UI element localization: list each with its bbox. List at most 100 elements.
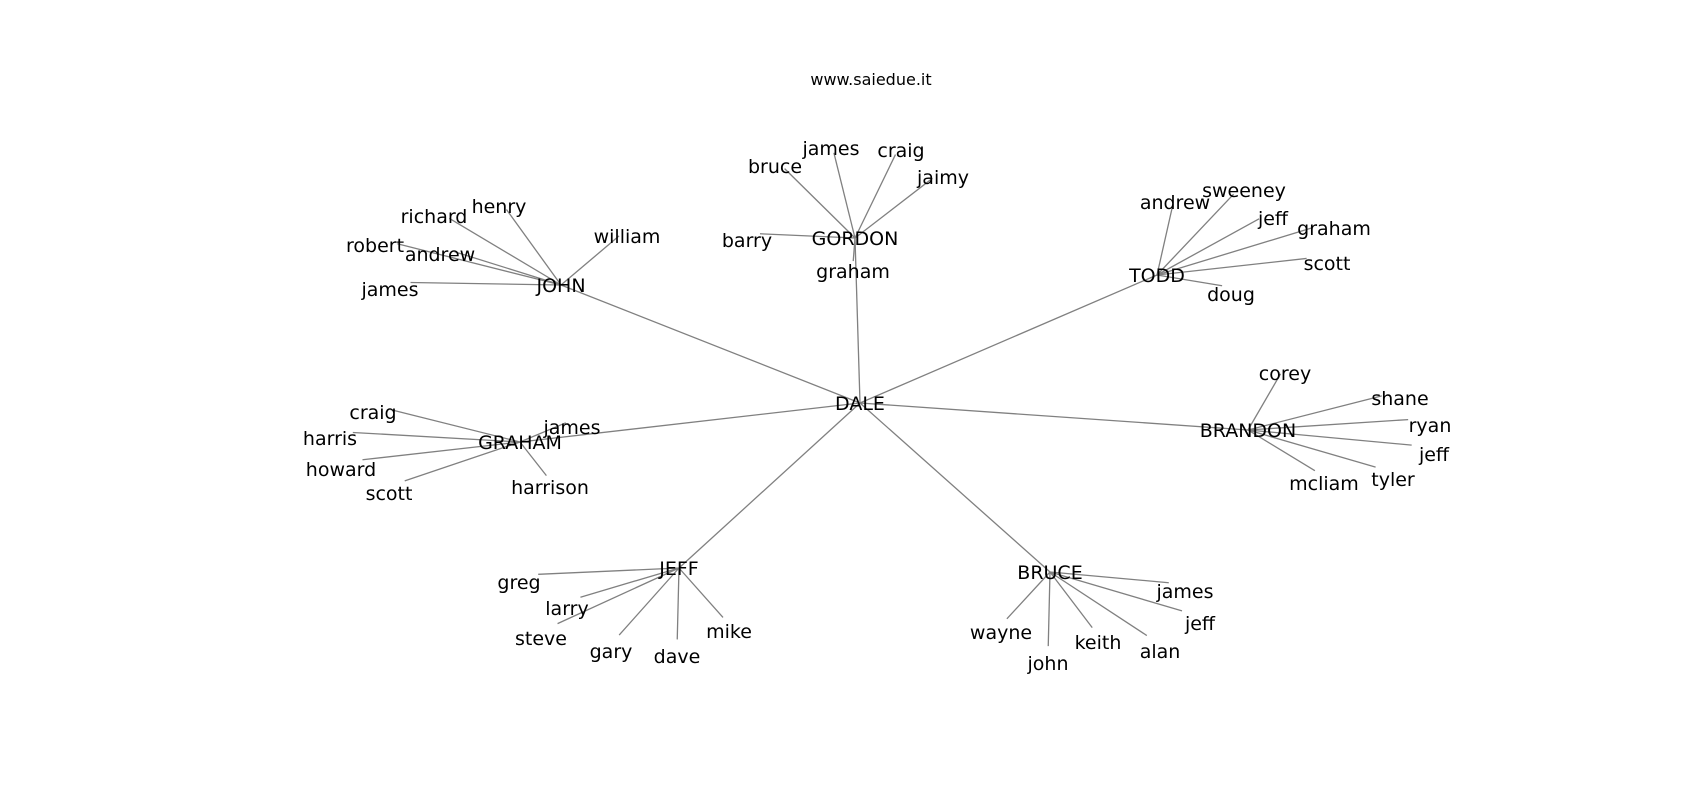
edge-gordon-barry bbox=[759, 233, 856, 239]
edge-gordon-bruce bbox=[784, 168, 856, 239]
leaf-node-label: james bbox=[542, 417, 600, 439]
edge-jeff-dave bbox=[676, 567, 680, 640]
edge-bruce-john bbox=[1047, 571, 1051, 647]
edge-john-william bbox=[560, 235, 620, 286]
leaf-node-label: andrew bbox=[1140, 192, 1210, 214]
leaf-node-label: harris bbox=[303, 428, 357, 450]
edges-layer bbox=[352, 152, 1412, 647]
leaf-node-label: wayne bbox=[970, 622, 1032, 644]
leaf-node-label: bruce bbox=[748, 156, 802, 178]
edge-john-james bbox=[410, 281, 562, 286]
hub-node-label: BRUCE bbox=[1017, 562, 1082, 584]
leaf-node-label: sweeney bbox=[1202, 180, 1286, 202]
edge-john-andrew bbox=[454, 251, 562, 286]
leaf-node-label: alan bbox=[1140, 641, 1181, 663]
edge-brandon-tyler bbox=[1247, 429, 1376, 468]
leaf-node-label: james bbox=[1155, 581, 1213, 603]
leaf-node-label: ryan bbox=[1409, 415, 1452, 437]
edge-john-henry bbox=[505, 209, 562, 286]
leaf-node-label: dave bbox=[654, 646, 701, 668]
leaf-node-label: william bbox=[594, 226, 661, 248]
leaf-node-label: richard bbox=[401, 206, 468, 228]
leaf-node-label: jeff bbox=[1184, 613, 1216, 635]
center-node-label: DALE bbox=[835, 393, 885, 415]
edge-brandon-corey bbox=[1247, 373, 1282, 431]
edge-jeff-steve bbox=[557, 567, 680, 625]
edge-gordon-craig bbox=[854, 154, 897, 239]
hub-node-label: GRAHAM bbox=[478, 432, 562, 454]
edge-jeff-gary bbox=[618, 567, 680, 636]
hub-node-label: TODD bbox=[1128, 265, 1185, 287]
edge-center-graham bbox=[519, 402, 861, 443]
leaf-node-label: greg bbox=[497, 572, 540, 594]
site-title: www.saiedue.it bbox=[810, 70, 932, 89]
leaf-node-label: shane bbox=[1371, 388, 1428, 410]
edge-todd-doug bbox=[1156, 274, 1223, 287]
edge-graham-craig bbox=[390, 408, 521, 443]
leaf-node-label: barry bbox=[722, 230, 772, 252]
edge-center-bruce bbox=[859, 402, 1051, 573]
leaf-node-label: james bbox=[360, 279, 418, 301]
leaf-node-label: mcliam bbox=[1289, 473, 1359, 495]
edge-gordon-jaimy bbox=[854, 177, 933, 239]
edge-jeff-mike bbox=[678, 567, 724, 618]
leaf-node-label: craig bbox=[877, 140, 924, 162]
edge-graham-james bbox=[519, 422, 567, 443]
leaf-node-label: graham bbox=[1297, 218, 1371, 240]
edge-john-richard bbox=[448, 217, 562, 286]
edge-john-robert bbox=[397, 243, 562, 286]
leaf-node-label: jeff bbox=[1257, 208, 1289, 230]
leaf-node-label: scott bbox=[366, 483, 413, 505]
leaf-node-label: john bbox=[1027, 653, 1069, 675]
edge-jeff-greg bbox=[538, 567, 680, 575]
leaf-node-label: gary bbox=[590, 641, 633, 663]
leaf-node-label: craig bbox=[349, 402, 396, 424]
edge-center-todd bbox=[859, 274, 1158, 404]
edge-graham-harrison bbox=[519, 441, 547, 477]
hub-node-label: JOHN bbox=[535, 275, 585, 297]
edge-bruce-keith bbox=[1049, 571, 1093, 628]
edge-bruce-jeff bbox=[1049, 571, 1183, 612]
edge-todd-jeff bbox=[1156, 218, 1260, 276]
edge-brandon-mcliam bbox=[1247, 429, 1316, 472]
edge-graham-howard bbox=[362, 441, 521, 461]
edge-todd-graham bbox=[1156, 227, 1313, 276]
leaf-node-label: mike bbox=[706, 621, 752, 643]
leaf-node-label: graham bbox=[816, 261, 890, 283]
edge-center-brandon bbox=[859, 402, 1249, 431]
edge-graham-scott bbox=[404, 441, 521, 482]
edge-jeff-larry bbox=[580, 567, 680, 598]
leaf-node-label: jaimy bbox=[916, 167, 969, 189]
edge-gordon-graham bbox=[852, 237, 856, 262]
edge-bruce-wayne bbox=[1006, 571, 1051, 620]
edge-gordon-james bbox=[833, 152, 856, 239]
edge-bruce-james bbox=[1049, 571, 1169, 584]
edge-brandon-shane bbox=[1247, 395, 1382, 431]
leaf-node-label: robert bbox=[346, 235, 404, 257]
leaf-node-label: corey bbox=[1259, 363, 1311, 385]
edge-brandon-jeff bbox=[1247, 429, 1412, 446]
edge-brandon-ryan bbox=[1247, 418, 1409, 431]
leaf-node-label: jeff bbox=[1418, 444, 1450, 466]
edge-graham-harris bbox=[352, 431, 521, 443]
leaf-node-label: tyler bbox=[1371, 469, 1415, 491]
edge-center-gordon bbox=[854, 237, 861, 404]
hub-node-label: BRANDON bbox=[1200, 420, 1296, 442]
edge-bruce-alan bbox=[1049, 571, 1148, 637]
leaf-node-label: scott bbox=[1304, 253, 1351, 275]
hub-node-label: JEFF bbox=[658, 558, 698, 580]
edge-center-jeff bbox=[678, 402, 861, 569]
leaf-node-label: larry bbox=[545, 598, 588, 620]
leaf-node-label: james bbox=[801, 138, 859, 160]
leaf-node-label: harrison bbox=[511, 477, 589, 499]
leaf-node-label: doug bbox=[1207, 284, 1255, 306]
edge-todd-andrew bbox=[1156, 204, 1174, 276]
edge-todd-scott bbox=[1156, 257, 1307, 276]
leaf-node-label: steve bbox=[515, 628, 567, 650]
leaf-node-label: howard bbox=[306, 459, 376, 481]
edge-todd-sweeney bbox=[1156, 193, 1235, 276]
edge-center-john bbox=[560, 284, 861, 404]
leaf-node-label: keith bbox=[1075, 632, 1122, 654]
